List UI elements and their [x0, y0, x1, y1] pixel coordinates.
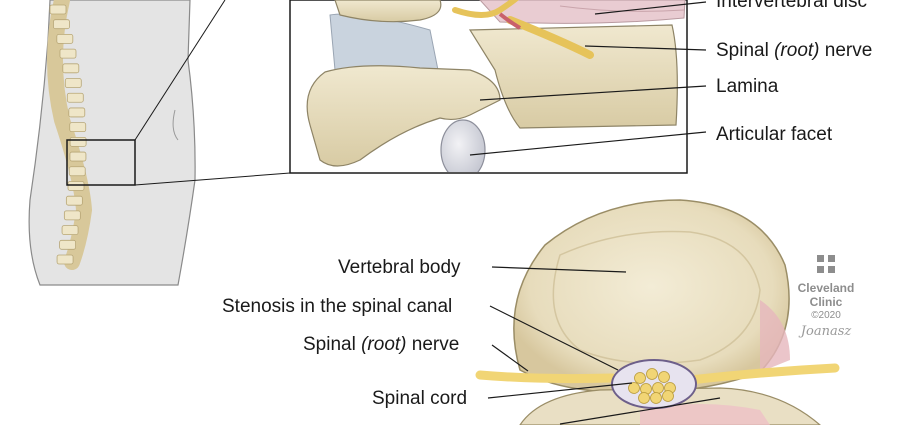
spinal-cord-bundle	[658, 371, 670, 383]
vertebra-segment	[64, 78, 82, 88]
label-spinal-root-nerve-top: Spinal (root) nerve	[716, 40, 872, 62]
spinal-cord-bundle	[652, 382, 664, 394]
side-view-detail	[289, 0, 688, 174]
logo-line-2: Clinic	[809, 295, 843, 309]
label-spinal-root-nerve-bottom: Spinal (root) nerve	[303, 334, 459, 356]
label-spinal-root-nerve-bottom-text-b: (root)	[361, 334, 407, 355]
artist-signature: Joanasz	[800, 324, 852, 339]
vertebra-segment	[69, 122, 87, 133]
spinal-cord-bundle	[662, 390, 674, 402]
logo-line-1: Cleveland	[797, 281, 855, 295]
vertebra-segment	[56, 254, 74, 265]
vertebra-segment	[56, 34, 74, 44]
label-spinal-cord: Spinal cord	[372, 388, 468, 409]
label-spinal-root-nerve-bottom-text-a: Spinal	[303, 334, 362, 355]
vertebra-segment	[63, 210, 81, 221]
vertebra-segment	[59, 48, 77, 59]
label-stenosis: Stenosis in the spinal canal	[222, 296, 453, 317]
vertebra-segment	[53, 19, 70, 30]
vertebra-cross-section	[475, 199, 840, 426]
spinal-cord-bundle	[628, 382, 640, 394]
vertebra-segment	[62, 63, 80, 74]
vertebra-segment	[59, 239, 77, 250]
vertebra-segment	[69, 136, 87, 147]
spine-column	[47, 0, 93, 270]
vertebra-segment	[67, 181, 85, 191]
label-spinal-root-nerve-top-text-c: nerve	[819, 40, 873, 61]
leader-lines	[469, 1, 721, 425]
label-lamina: Lamina	[716, 76, 779, 97]
vertebra-segment	[68, 107, 86, 118]
vertebra-segment	[66, 92, 84, 103]
logo-copyright: ©2020	[811, 310, 841, 321]
vertebra-segment	[49, 4, 67, 15]
vertebra-segment	[65, 195, 83, 206]
label-vertebral-body: Vertebral body	[338, 257, 461, 278]
spinal-cord-bundle	[634, 372, 646, 384]
label-articular-facet: Articular facet	[716, 124, 833, 145]
vertebra-segment	[69, 151, 87, 162]
cleveland-clinic-mark-icon	[817, 255, 835, 273]
label-intervertebral-disc: Intervertebral disc	[716, 0, 868, 12]
zoom-line-lower	[134, 172, 291, 186]
spinal-cord-bundle	[650, 392, 662, 404]
cleveland-clinic-logo: Cleveland Clinic ©2020 Joanasz	[786, 255, 866, 339]
spine-selection-box	[66, 139, 136, 186]
spinal-cord-bundle	[638, 392, 650, 404]
label-spinal-root-nerve-top-text-a: Spinal	[716, 40, 775, 61]
label-spinal-root-nerve-top-text-b: (root)	[774, 40, 820, 61]
vertebra-segment	[68, 166, 86, 177]
spinal-cord-bundle	[646, 368, 658, 380]
zoom-line-upper	[134, 0, 226, 141]
label-spinal-root-nerve-bottom-text-c: nerve	[406, 334, 460, 355]
vertebra-segment	[61, 225, 79, 235]
